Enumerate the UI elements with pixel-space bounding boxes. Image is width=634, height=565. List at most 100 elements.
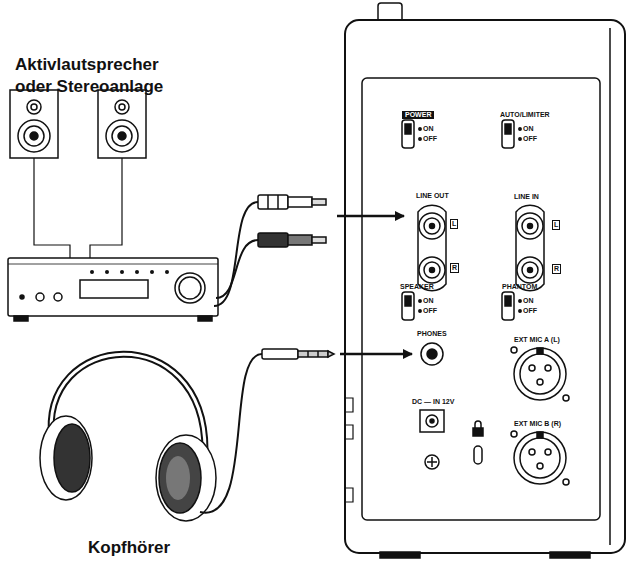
channel-label: R (552, 264, 561, 274)
line-art (511, 431, 517, 437)
line-art (424, 218, 440, 234)
phones-jack (421, 343, 443, 365)
line-art (514, 348, 566, 400)
line-art (545, 365, 551, 371)
line-art (258, 233, 288, 247)
line-art (312, 237, 326, 243)
line-art (179, 277, 201, 299)
line-art (118, 132, 126, 140)
node-label: Aktivlautsprecher oder Stereoanlage (15, 54, 190, 98)
line-art (517, 213, 543, 239)
jack-label: LINE IN (514, 193, 539, 201)
line-art (522, 218, 538, 234)
amplifier (8, 258, 218, 321)
line-out-node: LINE OUT L R (404, 190, 470, 292)
line-art (430, 268, 435, 273)
line-art (8, 258, 218, 316)
line-art (119, 104, 125, 110)
source-device: Aktivlautsprecher oder Stereoanlage (5, 48, 337, 320)
line-art (345, 20, 625, 553)
switch-label: POWER (402, 111, 434, 119)
power-label: DC — IN 12V (412, 398, 454, 406)
line-art (166, 456, 190, 500)
switch-state: ON (423, 125, 434, 133)
line-art (27, 100, 41, 114)
line-art (317, 351, 319, 357)
line-art (405, 296, 411, 306)
line-art (563, 479, 569, 485)
line-art (312, 199, 326, 205)
dc-socket (420, 410, 444, 469)
line-art (106, 120, 138, 152)
line-art (519, 138, 521, 140)
connector-arrow (337, 215, 404, 218)
line-art (10, 90, 58, 158)
line-art (517, 257, 543, 283)
device-housing (345, 3, 625, 558)
line-art (112, 126, 132, 146)
toggle-switch (402, 292, 421, 320)
switch-state: OFF (423, 307, 437, 315)
switch-state: ON (523, 125, 534, 133)
line-art (519, 310, 521, 312)
line-art (505, 296, 511, 306)
node-label: R (450, 263, 459, 273)
line-art (24, 126, 44, 146)
line-art (545, 449, 551, 455)
jack-label: EXT MIC B (R) (514, 420, 561, 428)
line-art (36, 293, 44, 301)
line-art (31, 104, 37, 110)
line-art (380, 552, 420, 558)
line-art (135, 270, 139, 274)
line-art (258, 195, 288, 209)
line-art (537, 379, 543, 385)
speaker-wire (34, 158, 122, 258)
rca-plug (258, 195, 326, 209)
line-art (402, 120, 414, 148)
node-label: L (450, 219, 458, 229)
cable (214, 202, 258, 306)
line-art (288, 235, 312, 245)
line-art (105, 270, 109, 274)
line-art (419, 138, 421, 140)
line-art (8, 3, 625, 558)
line-art (405, 124, 411, 134)
connector-arrow (340, 353, 412, 356)
line-art (115, 100, 129, 114)
line-art (475, 421, 481, 428)
headphones (40, 354, 216, 521)
line-art (537, 348, 543, 354)
line-art (98, 90, 146, 158)
line-art (537, 463, 543, 469)
switch-state: OFF (523, 307, 537, 315)
channel-label: L (552, 220, 560, 230)
cable (200, 354, 262, 513)
line-art (419, 300, 421, 302)
line-art (277, 195, 279, 209)
switch-state: OFF (523, 135, 537, 143)
line-art (298, 351, 328, 357)
line-art (514, 432, 566, 484)
line-art (198, 316, 212, 321)
line-art (427, 457, 437, 467)
line-art (165, 270, 169, 274)
line-art (430, 224, 435, 229)
node-label: LINE OUT (416, 192, 449, 200)
line-art (80, 280, 148, 298)
line-art (502, 120, 514, 148)
line-art (502, 292, 514, 320)
line-art (18, 120, 50, 152)
line-art (120, 270, 124, 274)
line-art (421, 343, 443, 365)
switch-state: ON (523, 297, 534, 305)
line-art (425, 455, 439, 469)
line-art (419, 257, 445, 283)
switch-state: ON (423, 297, 434, 305)
line-art (54, 424, 90, 492)
line-art (402, 292, 414, 320)
toggle-switch (502, 292, 521, 320)
line-art (609, 28, 611, 545)
line-art (175, 273, 205, 303)
line-art (262, 349, 298, 359)
cable (216, 240, 258, 298)
